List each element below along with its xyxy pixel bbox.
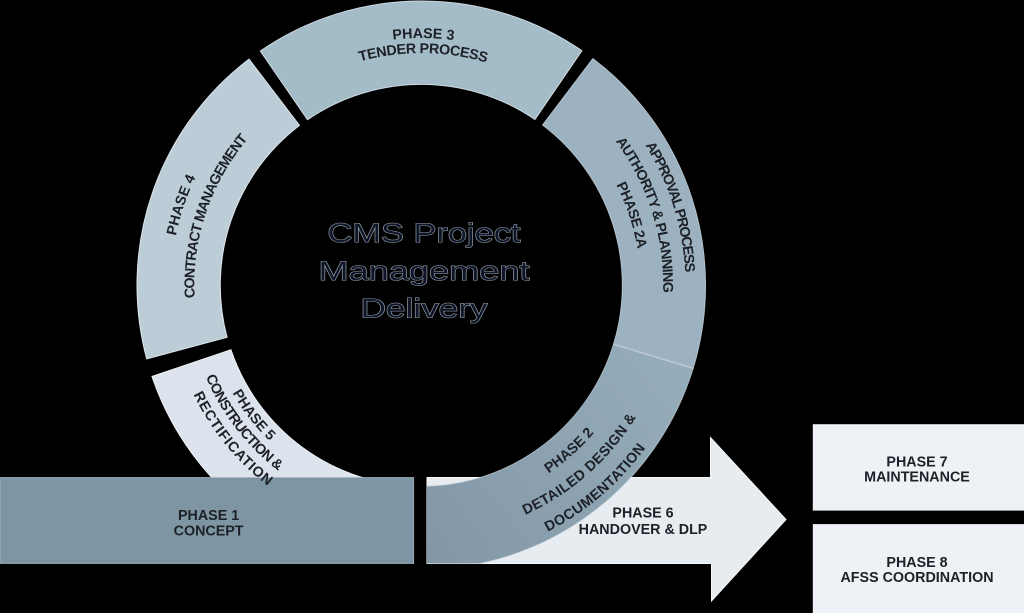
svg-text:PHASE 8: PHASE 8 xyxy=(886,555,947,571)
svg-text:HANDOVER & DLP: HANDOVER & DLP xyxy=(579,522,708,538)
svg-text:Delivery: Delivery xyxy=(361,294,489,324)
svg-text:CONCEPT: CONCEPT xyxy=(174,524,244,540)
svg-text:Management: Management xyxy=(319,256,531,286)
svg-text:PHASE 6: PHASE 6 xyxy=(612,505,673,521)
svg-text:PHASE 1: PHASE 1 xyxy=(178,508,239,524)
svg-text:PHASE 7: PHASE 7 xyxy=(886,454,947,470)
svg-text:CMS Project: CMS Project xyxy=(328,218,522,248)
svg-text:PHASE 3: PHASE 3 xyxy=(392,26,456,44)
svg-text:AFSS COORDINATION: AFSS COORDINATION xyxy=(840,570,993,586)
svg-text:MAINTENANCE: MAINTENANCE xyxy=(864,470,970,486)
